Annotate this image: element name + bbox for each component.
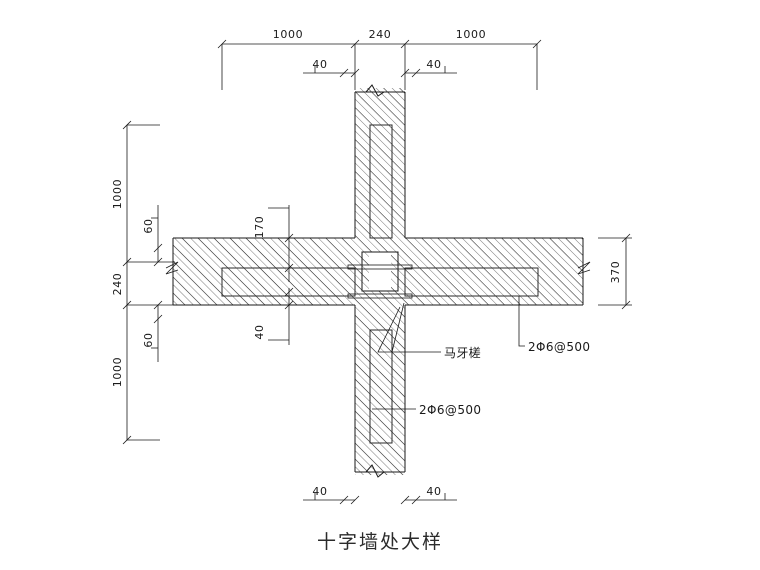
top-tick-2 <box>350 39 360 49</box>
right-dimension-group: 370 <box>598 233 632 310</box>
right-dim-label-370: 370 <box>609 261 622 284</box>
top-sub-label-40-right: 40 <box>426 58 441 71</box>
top-tick-4 <box>532 39 542 49</box>
rebar-upper-vertical <box>369 124 393 239</box>
interior-tick-40-b <box>284 300 294 310</box>
right-tick-bottom <box>621 300 631 310</box>
top-sub-tick-1 <box>339 68 349 78</box>
left-sub-tick-2 <box>153 257 163 267</box>
left-sub-tick-4 <box>153 314 163 324</box>
annotation-rebar-bottom-label: 2Φ6@500 <box>419 403 481 417</box>
break-symbol-right <box>577 261 591 275</box>
rebar-lower-vertical <box>369 329 393 444</box>
top-sub-label-40-left: 40 <box>312 58 327 71</box>
left-tick-2 <box>122 257 132 267</box>
interior-label-40: 40 <box>253 324 266 339</box>
left-dim-label-240: 240 <box>111 273 124 296</box>
bottom-label-40-left: 40 <box>312 485 327 498</box>
top-dimension-chain: 1000 240 1000 <box>217 28 542 90</box>
core-square-outline <box>361 251 399 292</box>
tooth-step-upper <box>347 264 413 270</box>
drawing-title: 十字墙处大样 <box>317 531 443 553</box>
lower-wall-hatch <box>355 305 405 475</box>
left-tick-4 <box>122 435 132 445</box>
leader-toothed-joint-a <box>377 306 441 353</box>
break-symbol-left <box>165 261 179 275</box>
top-dim-label-1000-right: 1000 <box>456 28 486 41</box>
right-tick-top <box>621 233 631 243</box>
interior-tick-170-b <box>284 263 294 273</box>
interior-dimension-group: 170 40 <box>253 205 294 345</box>
bottom-tick-4 <box>411 495 421 505</box>
left-tick-1 <box>122 120 132 130</box>
interior-label-170: 170 <box>253 216 266 239</box>
bottom-tick-1 <box>339 495 349 505</box>
top-sub-tick-4 <box>411 68 421 78</box>
tooth-step-lower <box>347 293 413 299</box>
left-sub-dimension-chain: 60 60 <box>142 205 163 362</box>
core-void-fill <box>369 252 391 291</box>
break-symbols-group <box>165 84 591 478</box>
top-sub-dimension-chain: 40 40 <box>303 58 457 78</box>
left-dim-label-1000-top: 1000 <box>111 179 124 209</box>
top-dim-label-1000-left: 1000 <box>273 28 303 41</box>
interior-tick-170-a <box>284 233 294 243</box>
top-sub-tick-2 <box>350 68 360 78</box>
left-sub-label-60-top: 60 <box>142 218 155 233</box>
left-dim-label-1000-bottom: 1000 <box>111 357 124 387</box>
wall-outlines-group <box>172 91 584 473</box>
core-top-hatch <box>369 238 391 252</box>
break-symbol-top <box>365 84 385 97</box>
annotation-rebar-right-label: 2Φ6@500 <box>528 340 590 354</box>
interior-tick-40-a <box>284 287 294 297</box>
leader-toothed-joint-b <box>391 302 405 353</box>
left-sub-tick-3 <box>153 300 163 310</box>
rebar-right-horizontal <box>404 267 539 297</box>
left-sub-label-60-bottom: 60 <box>142 332 155 347</box>
annotation-leaders-group: 马牙槎 2Φ6@500 2Φ6@500 <box>372 296 590 417</box>
left-tick-3 <box>122 300 132 310</box>
wall-hatching-group <box>173 88 583 475</box>
rebar-outlines-group <box>221 124 539 444</box>
top-tick-1 <box>217 39 227 49</box>
top-tick-3 <box>400 39 410 49</box>
bottom-tick-2 <box>350 495 360 505</box>
bottom-label-40-right: 40 <box>426 485 441 498</box>
top-sub-tick-3 <box>400 68 410 78</box>
left-dimension-chain: 1000 240 1000 <box>111 120 175 445</box>
break-symbol-bottom <box>365 464 385 478</box>
left-sub-tick-1 <box>153 243 163 253</box>
top-dim-label-240: 240 <box>369 28 392 41</box>
annotation-toothed-joint-label: 马牙槎 <box>444 345 481 360</box>
bottom-dimension-chain: 40 40 <box>303 485 457 505</box>
leader-rebar-right <box>518 296 525 347</box>
bottom-tick-3 <box>400 495 410 505</box>
upper-wall-hatch <box>355 88 405 238</box>
